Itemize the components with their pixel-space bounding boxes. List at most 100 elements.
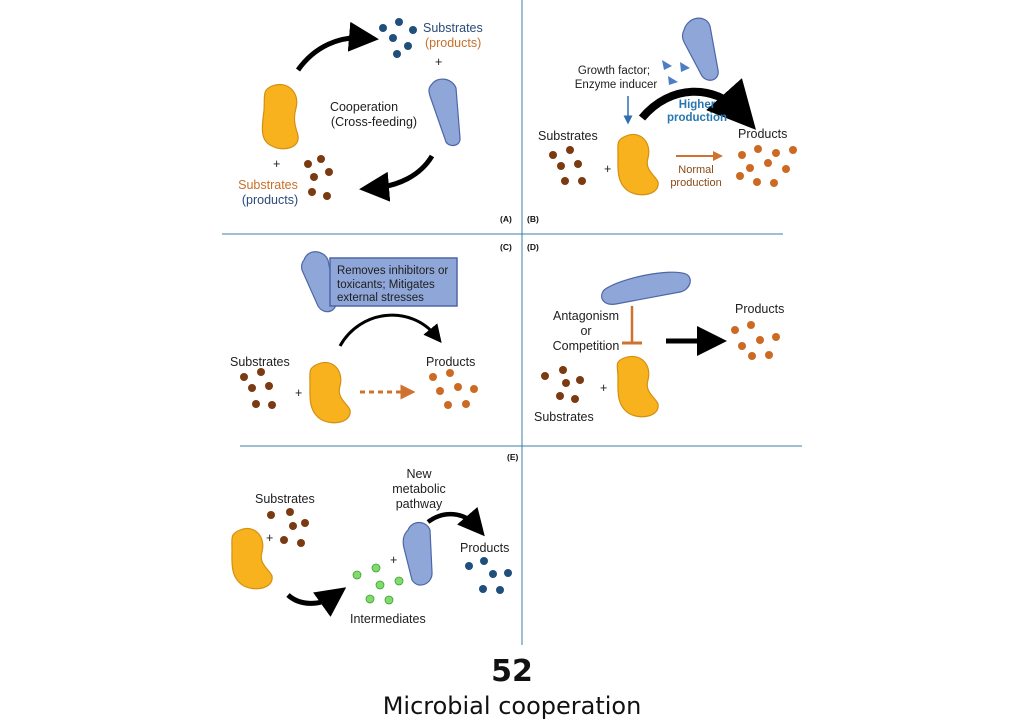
inducer-label-line1: Growth factor;	[578, 65, 650, 77]
blue-cell	[601, 271, 691, 305]
higher-production-line1: Higher	[679, 99, 716, 111]
dot	[772, 333, 780, 341]
box-line1: Removes inhibitors or	[337, 265, 448, 277]
dot	[248, 384, 256, 392]
plus-sign-2: +	[390, 553, 397, 567]
dot	[504, 569, 512, 577]
dot	[394, 576, 404, 586]
yellow-cell	[616, 355, 659, 418]
dot	[240, 373, 248, 381]
dot	[465, 562, 473, 570]
dot	[365, 594, 375, 604]
dot	[265, 382, 273, 390]
pathway-arrow	[426, 506, 485, 537]
yellow-cell	[617, 133, 659, 196]
higher-production-line2: production	[667, 112, 727, 124]
dot	[738, 342, 746, 350]
yellow-cell	[309, 361, 351, 424]
dot	[557, 162, 565, 170]
product-dots	[465, 557, 512, 594]
antagonism-line3: Competition	[553, 339, 620, 353]
new-pathway-line2: metabolic	[392, 482, 446, 496]
panel-b: Growth factor; Enzyme inducer Higher pro…	[527, 17, 797, 224]
center-title-line2: (Cross-feeding)	[331, 115, 417, 129]
box-line3: external stresses	[337, 292, 424, 304]
higher-production-arrow	[638, 78, 757, 130]
dot	[731, 326, 739, 334]
triangle	[662, 60, 672, 70]
slide-number: 52	[491, 654, 533, 689]
dot	[782, 165, 790, 173]
dot	[268, 401, 276, 409]
dot	[446, 369, 454, 377]
dot	[325, 168, 333, 176]
dot	[549, 151, 557, 159]
substrates-label: Substrates	[534, 410, 594, 424]
dot	[404, 42, 412, 50]
dot	[574, 160, 582, 168]
dot	[770, 179, 778, 187]
substrate-dots	[549, 146, 586, 185]
dot	[562, 379, 570, 387]
dot	[754, 145, 762, 153]
dot	[789, 146, 797, 154]
dot	[479, 585, 487, 593]
dot	[736, 172, 744, 180]
product-dots	[736, 145, 797, 187]
panel-c-id: (C)	[500, 242, 512, 252]
inducer-label-line2: Enzyme inducer	[575, 79, 658, 91]
normal-production-line2: production	[670, 177, 721, 189]
dot	[304, 160, 312, 168]
dot	[317, 155, 325, 163]
blue-cell	[402, 521, 433, 586]
new-pathway-line1: New	[406, 467, 432, 481]
plus-sign-top: +	[435, 55, 442, 69]
cycle-arrow-bottom	[359, 154, 435, 202]
products-label: Products	[735, 302, 784, 316]
dot	[561, 177, 569, 185]
products-label: Products	[460, 541, 509, 555]
products-label: Products	[738, 127, 787, 141]
dot	[748, 352, 756, 360]
top-substrates-label: Substrates	[423, 21, 483, 35]
plus-sign: +	[600, 381, 607, 395]
dot	[395, 18, 403, 26]
dot	[379, 24, 387, 32]
dot	[323, 192, 331, 200]
panel-e: (E) Substrates +	[231, 452, 519, 626]
panel-a: Substrates (products) + Cooperation (Cro…	[238, 18, 512, 224]
panel-a-id: (A)	[500, 214, 512, 224]
dot	[444, 401, 452, 409]
dot	[566, 146, 574, 154]
panel-c: (C) Removes inhibitors or toxicants; Mit…	[230, 242, 512, 424]
slide-title: Microbial cooperation	[382, 692, 642, 720]
substrate-dots	[267, 508, 309, 547]
substrates-label: Substrates	[230, 355, 290, 369]
panel-dividers	[222, 0, 802, 645]
growth-factor-triangles	[662, 60, 690, 85]
dot	[576, 376, 584, 384]
top-products-label: (products)	[425, 36, 481, 50]
dot	[756, 336, 764, 344]
dot	[571, 395, 579, 403]
intermediates-label: Intermediates	[350, 612, 426, 626]
center-title-line1: Cooperation	[330, 100, 398, 114]
dot	[765, 351, 773, 359]
dot	[462, 400, 470, 408]
dot	[375, 580, 385, 590]
dot	[252, 400, 260, 408]
stress-mitigation-box	[329, 257, 458, 307]
antagonism-line1: Antagonism	[553, 309, 619, 323]
panel-e-id: (E)	[507, 452, 519, 462]
products-label: Products	[426, 355, 475, 369]
dot	[489, 570, 497, 578]
dot	[746, 164, 754, 172]
dot	[409, 26, 417, 34]
dot	[301, 519, 309, 527]
normal-production-line1: Normal	[678, 164, 713, 176]
panel-b-id: (B)	[527, 214, 539, 224]
dot	[747, 321, 755, 329]
dot	[454, 383, 462, 391]
blue-cell	[428, 78, 461, 147]
